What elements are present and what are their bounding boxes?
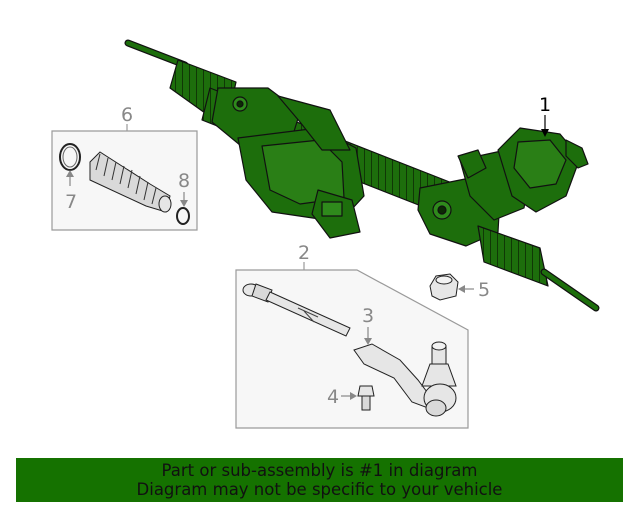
callout-3-arrowhead <box>364 338 372 345</box>
callout-4-label: 4 <box>327 386 339 408</box>
banner-line-1: Part or sub-assembly is #1 in diagram <box>161 461 478 480</box>
callout-6-label: 6 <box>121 104 133 126</box>
callout-4-arrowhead <box>350 392 357 400</box>
part-notice-banner: Part or sub-assembly is #1 in diagram Di… <box>16 458 623 502</box>
banner-line-2: Diagram may not be specific to your vehi… <box>136 480 503 499</box>
steering-boot-part[interactable] <box>89 151 172 213</box>
callout-5-label: 5 <box>478 279 490 301</box>
outer-tie-rod-end-part[interactable] <box>353 341 457 417</box>
callout-3-label: 3 <box>362 305 374 327</box>
bolt-part-4[interactable] <box>357 385 375 411</box>
callout-8-arrowhead <box>180 200 188 207</box>
callout-7-arrowhead <box>66 170 74 177</box>
callout-8-label: 8 <box>178 170 190 192</box>
callout-7-label: 7 <box>65 191 77 213</box>
nut-part-5[interactable] <box>429 273 459 301</box>
callout-1-label: 1 <box>539 94 551 116</box>
callout-5-arrowhead <box>458 285 465 293</box>
callout-1-arrowhead <box>541 129 549 137</box>
inner-tie-rod-part[interactable] <box>242 283 351 337</box>
callout-2-label: 2 <box>298 242 310 264</box>
clamp-ring-part-8[interactable] <box>176 207 190 225</box>
steering-rack-assembly[interactable] <box>124 39 600 312</box>
